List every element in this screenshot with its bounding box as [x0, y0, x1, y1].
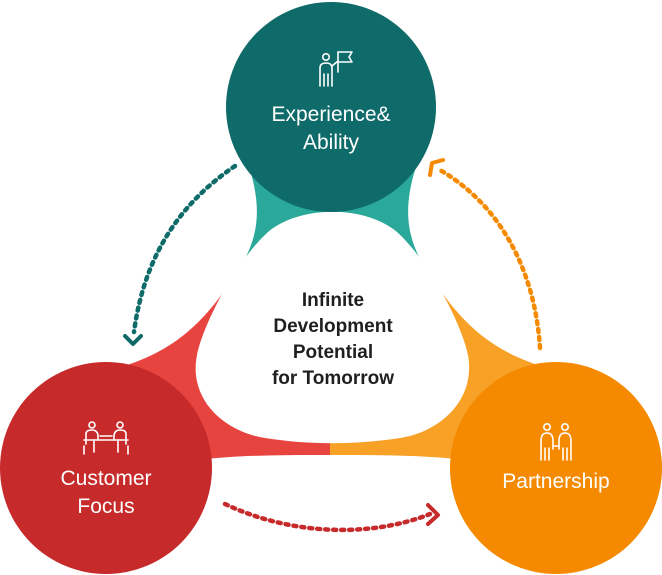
arrow-head-right-icon — [426, 503, 440, 526]
connector-customer-to-partnership — [222, 501, 440, 533]
person-flag-icon — [319, 51, 353, 87]
meeting-table-icon — [83, 421, 129, 455]
node-customer-circle — [0, 362, 212, 574]
center-line-3: Potential — [293, 342, 373, 363]
node-customer-line-1: Customer — [60, 467, 151, 490]
center-title: Infinite Development Potential for Tomor… — [272, 290, 394, 389]
center-line-4: for Tomorrow — [272, 368, 394, 389]
two-people-icon — [540, 422, 572, 461]
node-partnership-circle — [450, 362, 662, 574]
center-line-1: Infinite — [302, 290, 364, 311]
center-shape — [195, 211, 470, 444]
node-experience-circle — [226, 2, 436, 212]
center-line-2: Development — [273, 316, 393, 337]
connector-partnership-to-experience — [428, 158, 543, 351]
arrow-head-down-icon — [123, 334, 143, 346]
node-customer-line-2: Focus — [77, 495, 134, 518]
node-experience-line-2: Ability — [303, 131, 360, 154]
node-experience-line-1: Experience& — [271, 103, 390, 126]
node-partnership-line-1: Partnership — [502, 470, 609, 493]
connector-experience-to-customer — [123, 163, 238, 346]
arrow-head-up-left-icon — [428, 158, 445, 177]
